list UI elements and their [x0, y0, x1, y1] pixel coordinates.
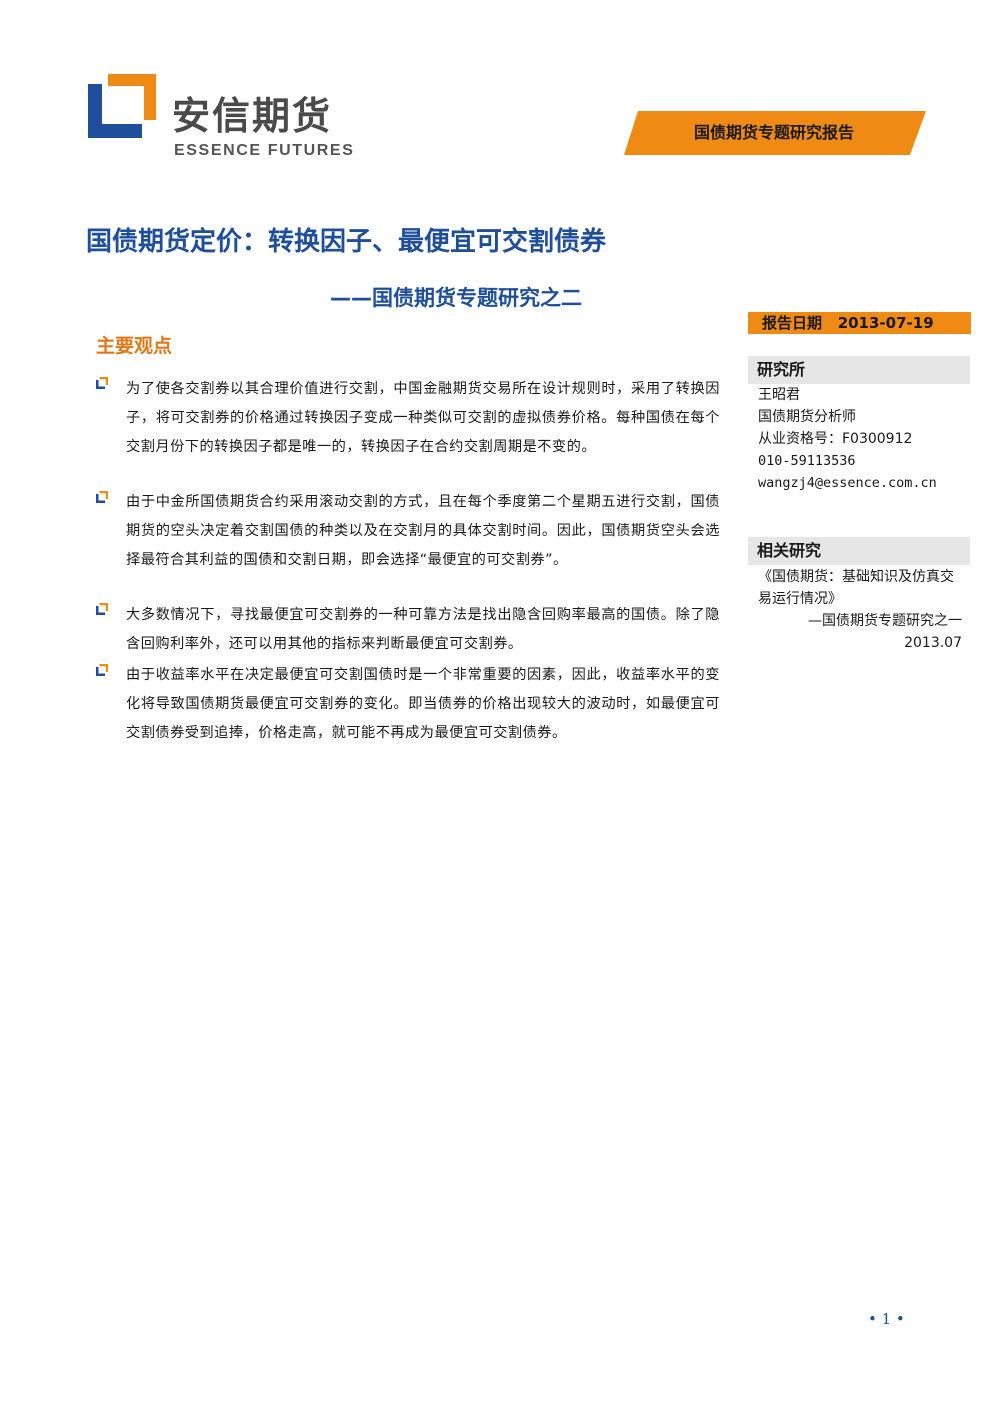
key-point-3: 大多数情况下，寻找最便宜可交割券的一种可靠方法是找出隐含回购率最高的国债。除了隐… — [126, 607, 720, 652]
logo-chinese-name: 安信期货 — [172, 94, 333, 138]
analyst-email[interactable]: wangzj4@essence.com.cn — [758, 475, 937, 491]
bullet-icon — [96, 377, 108, 389]
bullet-icon — [96, 664, 108, 676]
related-research: 《国债期货：基础知识及仿真交易运行情况》 —国债期货专题研究之一 2013.07 — [758, 566, 962, 654]
report-type-label: 国债期货专题研究报告 — [693, 123, 854, 142]
report-date: 报告日期 2013-07-19 — [762, 312, 934, 334]
related-heading: 相关研究 — [757, 541, 822, 560]
key-point-4: 由于收益率水平在决定最便宜可交割国债时是一个非常重要的因素，因此，收益率水平的变… — [126, 667, 720, 741]
report-subtitle: ——国债期货专题研究之二 — [330, 286, 582, 310]
key-point-2: 由于中金所国债期货合约采用滚动交割的方式，且在每个季度第二个星期五进行交割，国债… — [126, 494, 720, 568]
report-date-label: 报告日期 — [762, 314, 823, 332]
bullet-icon — [96, 603, 108, 615]
report-date-bar — [748, 312, 971, 334]
related-date: 2013.07 — [904, 635, 962, 651]
related-title[interactable]: 《国债期货：基础知识及仿真交易运行情况》 — [758, 569, 954, 607]
analyst-name: 王昭君 — [758, 387, 800, 403]
key-points-heading: 主要观点 — [96, 335, 173, 357]
bullet-icon — [96, 491, 108, 503]
key-point-1: 为了使各交割券以其合理价值进行交割，中国金融期货交易所在设计规则时，采用了转换因… — [126, 381, 720, 455]
report-title: 国债期货定价：转换因子、最便宜可交割债券 — [86, 227, 607, 257]
institute-heading-bar — [748, 356, 970, 384]
essence-logo-icon — [88, 74, 156, 138]
analyst-phone: 010-59113536 — [758, 453, 856, 469]
analyst-license: 从业资格号：F0300912 — [758, 431, 913, 447]
related-heading-bar — [748, 537, 970, 565]
related-series: —国债期货专题研究之一 — [808, 613, 962, 629]
analyst-title: 国债期货分析师 — [758, 409, 856, 425]
page-number: • 1 • — [868, 1310, 905, 1328]
report-type-banner — [624, 111, 926, 155]
institute-heading: 研究所 — [757, 360, 806, 379]
report-date-value: 2013-07-19 — [837, 314, 934, 332]
logo-english-name: ESSENCE FUTURES — [174, 142, 355, 159]
